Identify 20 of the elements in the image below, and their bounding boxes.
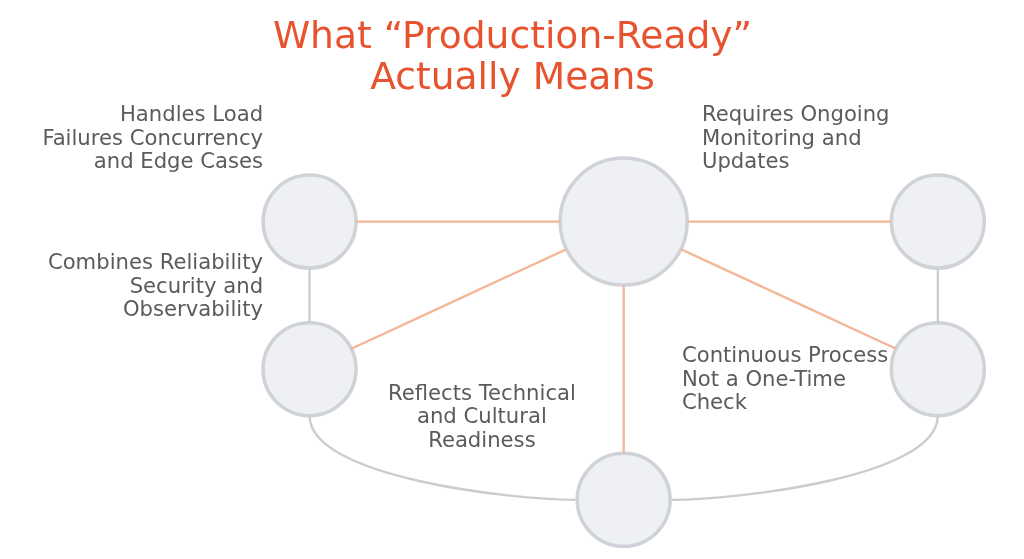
- connector: [671, 415, 939, 501]
- node-circle: [889, 320, 986, 418]
- connector: [622, 285, 625, 454]
- connector: [307, 268, 311, 323]
- node-label: Reflects Technical and Cultural Readiness: [387, 379, 576, 452]
- connector: [679, 248, 896, 350]
- diagram-title: What “Production-Ready” Actually Means: [272, 12, 752, 98]
- node-circle: [260, 320, 358, 418]
- node-label: Combines Reliability Security and Observability: [47, 249, 263, 322]
- connector: [936, 268, 939, 323]
- node-circle: [574, 451, 672, 549]
- connector: [350, 248, 567, 350]
- node-label: Requires Ongoing Monitoring and Updates: [701, 101, 890, 174]
- connector: [307, 415, 575, 501]
- node-label: Continuous Process Not a One-Time Check: [681, 342, 888, 415]
- node-circle: [557, 156, 689, 287]
- node-circle: [889, 173, 986, 270]
- connector: [355, 220, 560, 223]
- connector: [687, 220, 891, 223]
- node-label: Handles Load Failures Concurrency and Edge Cases: [41, 101, 263, 174]
